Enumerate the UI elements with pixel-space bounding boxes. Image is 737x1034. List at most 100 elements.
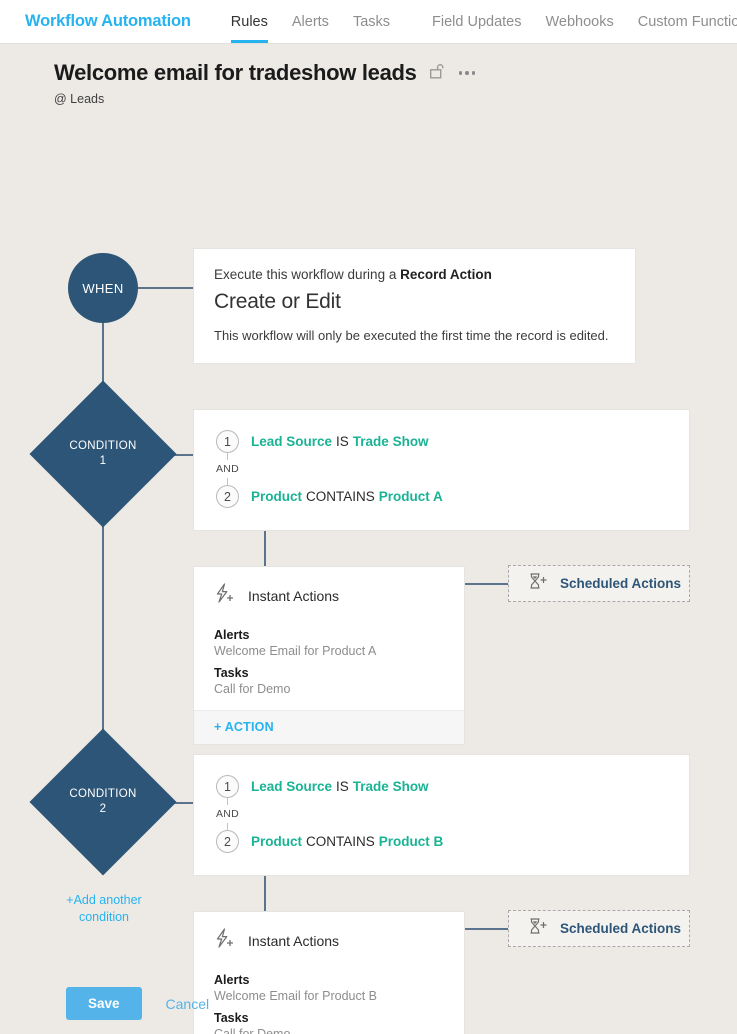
instant-actions-body: Alerts Welcome Email for Product B Tasks…: [194, 961, 464, 1034]
action-group-value: Call for Demo: [214, 1027, 291, 1034]
when-node[interactable]: WHEN: [68, 253, 138, 323]
criteria-operator: CONTAINS: [306, 834, 375, 849]
save-button[interactable]: Save: [66, 987, 142, 1020]
action-group-value: Welcome Email for Product B: [214, 989, 378, 1003]
dot: [471, 71, 476, 75]
add-another-condition-link[interactable]: +Add another condition: [52, 892, 156, 926]
criteria-field: Product: [251, 834, 303, 849]
joiner-label: AND: [214, 808, 241, 820]
criteria-joiner: AND: [214, 453, 241, 485]
top-navigation-bar: Workflow Automation Rules Alerts Tasks F…: [0, 0, 737, 44]
condition-2-instant-actions-card[interactable]: Instant Actions Alerts Welcome Email for…: [193, 911, 465, 1034]
hourglass-plus-icon: [528, 917, 548, 941]
condition-label-text: CONDITION: [69, 440, 137, 453]
joiner-line-top: [227, 798, 228, 805]
condition-2-scheduled-actions-button[interactable]: Scheduled Actions: [508, 910, 690, 947]
action-group-value: Welcome Email for Product A: [214, 644, 377, 658]
add-action-button[interactable]: + ACTION: [194, 710, 464, 744]
criteria-value: Trade Show: [352, 779, 429, 794]
criteria-field: Lead Source: [251, 779, 333, 794]
unlock-icon[interactable]: [429, 63, 445, 84]
criteria-joiner: AND: [214, 798, 241, 830]
instant-actions-header: Instant Actions: [194, 567, 464, 616]
instant-actions-header: Instant Actions: [194, 912, 464, 961]
lightning-plus-icon: [214, 583, 236, 608]
rule-module-label: @ Leads: [54, 92, 105, 106]
criteria-index-badge: 1: [216, 430, 239, 453]
trigger-note: This workflow will only be executed the …: [214, 328, 609, 343]
form-footer: Save Cancel: [66, 987, 209, 1020]
tab-rules[interactable]: Rules: [219, 0, 280, 43]
condition-1-scheduled-actions-button[interactable]: Scheduled Actions: [508, 565, 690, 602]
add-condition-line-2: condition: [78, 909, 130, 924]
connector-when-to-condition1: [102, 323, 104, 407]
connector-when-to-trigger: [137, 287, 194, 289]
cancel-button[interactable]: Cancel: [165, 995, 210, 1012]
instant-actions-body: Alerts Welcome Email for Product A Tasks…: [194, 616, 464, 710]
tab-tasks[interactable]: Tasks: [352, 13, 391, 30]
connector-actions1-to-scheduled: [464, 583, 509, 585]
app-brand-title: Workflow Automation: [25, 12, 191, 30]
add-condition-line-1: +Add another: [66, 893, 142, 907]
tab-webhooks[interactable]: Webhooks: [545, 13, 614, 30]
joiner-line-bottom: [227, 478, 228, 485]
condition-label-text: CONDITION: [69, 788, 137, 801]
scheduled-actions-title: Scheduled Actions: [560, 576, 682, 591]
trigger-prefix: Execute this workflow during a: [214, 267, 397, 282]
condition-1-node[interactable]: CONDITION 1: [29, 380, 177, 528]
joiner-line-bottom: [227, 823, 228, 830]
trigger-card[interactable]: Execute this workflow during a Record Ac…: [193, 248, 636, 364]
criteria-value: Product B: [378, 834, 444, 849]
criteria-value: Trade Show: [352, 434, 429, 449]
connector-card1-to-actions: [264, 515, 266, 566]
criteria-operator: IS: [336, 779, 349, 794]
tab-alerts[interactable]: Alerts: [291, 13, 329, 30]
criteria-field: Lead Source: [251, 434, 333, 449]
criteria-value: Product A: [378, 489, 443, 504]
criteria-operator: IS: [336, 434, 349, 449]
connector-actions2-to-scheduled: [464, 928, 509, 930]
criteria-index-badge: 2: [216, 830, 239, 853]
rule-header: Welcome email for tradeshow leads @ Lead…: [0, 44, 737, 106]
more-options-icon[interactable]: [458, 71, 476, 75]
joiner-label: AND: [214, 463, 241, 475]
nav-tabs: Rules Alerts Tasks Field Updates Webhook…: [219, 0, 737, 43]
criteria-index-badge: 1: [216, 775, 239, 798]
page-title: Welcome email for tradeshow leads: [54, 60, 417, 85]
condition-label-number: 1: [99, 455, 107, 467]
criteria-field: Product: [251, 489, 303, 504]
condition-1-instant-actions-card[interactable]: Instant Actions Alerts Welcome Email for…: [193, 566, 465, 745]
condition-1-node-label: CONDITION 1: [51, 402, 155, 506]
criteria-index-badge: 2: [216, 485, 239, 508]
action-group-label: Alerts: [214, 628, 250, 642]
connector-condition1-to-condition2: [102, 507, 104, 751]
action-group-value: Call for Demo: [214, 682, 291, 696]
lightning-plus-icon: [214, 928, 236, 953]
dot: [458, 71, 463, 75]
scheduled-actions-title: Scheduled Actions: [560, 921, 682, 936]
rule-title-row: Welcome email for tradeshow leads: [54, 60, 737, 86]
workflow-canvas: WHEN Execute this workflow during a Reco…: [0, 106, 737, 1034]
condition-2-node[interactable]: CONDITION 2: [29, 728, 177, 876]
tab-field-updates[interactable]: Field Updates: [432, 13, 522, 30]
condition-label-number: 2: [99, 803, 107, 815]
trigger-description: Execute this workflow during a Record Ac…: [214, 267, 615, 282]
instant-actions-title: Instant Actions: [248, 587, 340, 604]
action-group-label: Tasks: [214, 666, 249, 680]
trigger-emphasis: Record Action: [400, 267, 492, 282]
tab-custom-functions[interactable]: Custom Functions: [637, 13, 737, 30]
hourglass-plus-icon: [528, 572, 548, 596]
condition-2-node-label: CONDITION 2: [51, 750, 155, 854]
dot: [465, 71, 469, 75]
trigger-action-value: Create or Edit: [214, 290, 341, 313]
action-group-label: Alerts: [214, 973, 250, 987]
